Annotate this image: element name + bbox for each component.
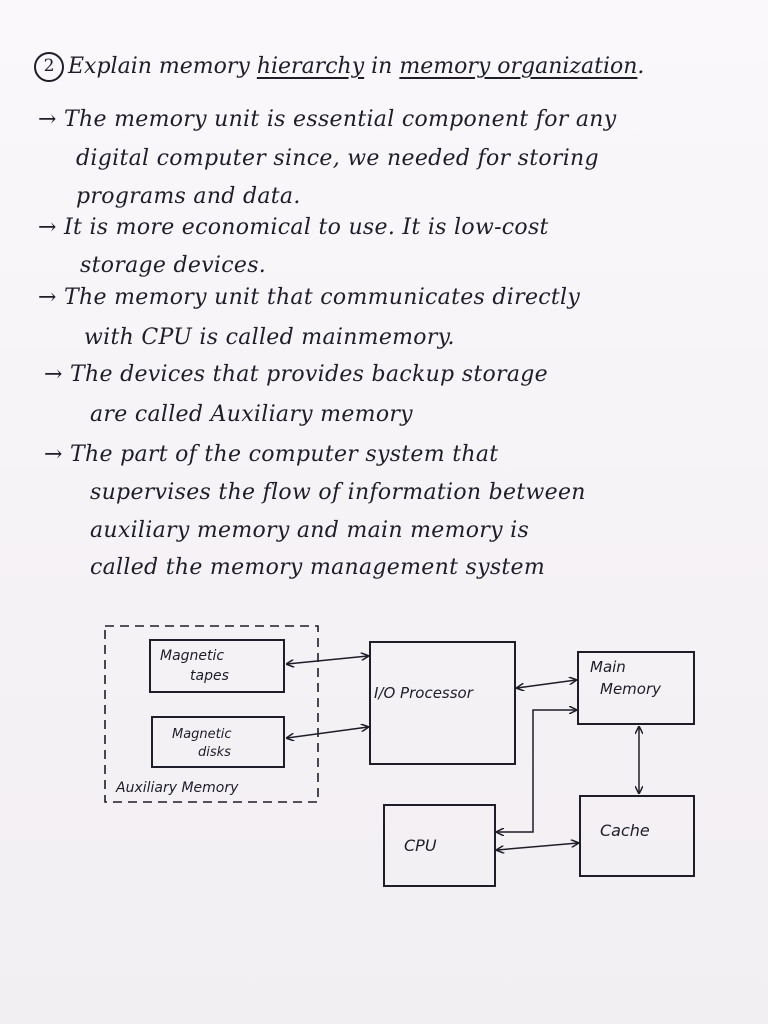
body-line: with CPU is called mainmemory. — [84, 325, 455, 350]
body-line: programs and data. — [76, 184, 301, 209]
auxiliary-memory-label: Auxiliary Memory — [115, 780, 239, 796]
magnetic-disks-box — [151, 716, 285, 768]
arrow-cpu-cache — [497, 843, 578, 850]
heading-text-2: in — [364, 54, 400, 79]
arrow-disks-io — [287, 727, 368, 738]
memory-hierarchy-diagram: Magnetic tapes Magnetic disks Auxiliary … — [104, 625, 695, 887]
io-processor-label: I/O Processor — [374, 684, 474, 702]
body-line: → The part of the computer system that — [44, 442, 499, 467]
main-memory-label-2: Memory — [600, 680, 662, 698]
io-processor-box — [369, 641, 516, 765]
main-memory-box — [577, 651, 695, 725]
heading-text-3: . — [637, 54, 645, 79]
body-line: supervises the flow of information betwe… — [90, 480, 586, 505]
body-line: auxiliary memory and main memory is — [90, 518, 530, 543]
body-line: are called Auxiliary memory — [90, 402, 413, 427]
magnetic-tapes-box — [149, 639, 285, 693]
cpu-label: CPU — [404, 836, 437, 855]
magnetic-disks-label-2: disks — [198, 745, 231, 760]
heading-text-1: Explain memory — [68, 54, 257, 79]
magnetic-tapes-label-1: Magnetic — [160, 648, 224, 664]
main-memory-label-1: Main — [590, 658, 626, 676]
cpu-box — [383, 804, 496, 887]
body-line: → The memory unit is essential component… — [38, 107, 617, 132]
body-line: called the memory management system — [90, 555, 546, 580]
cache-box — [579, 795, 695, 877]
magnetic-tapes-label-2: tapes — [190, 668, 229, 684]
body-line: digital computer since, we needed for st… — [76, 146, 599, 171]
body-line: → The memory unit that communicates dire… — [38, 285, 581, 310]
body-line: → It is more economical to use. It is lo… — [38, 215, 549, 240]
body-line: storage devices. — [80, 253, 267, 278]
arrow-tapes-io — [287, 656, 368, 664]
arrow-cpu-main — [497, 710, 576, 832]
heading-underlined-word: hierarchy — [256, 54, 365, 79]
heading-underlined-phrase: memory organization — [399, 54, 638, 79]
auxiliary-memory-group — [104, 625, 319, 803]
arrow-io-main — [517, 680, 576, 688]
magnetic-disks-label-1: Magnetic — [172, 727, 232, 742]
question-number: 2 — [34, 52, 64, 82]
body-line: → The devices that provides backup stora… — [44, 362, 548, 387]
cache-label: Cache — [600, 821, 650, 840]
